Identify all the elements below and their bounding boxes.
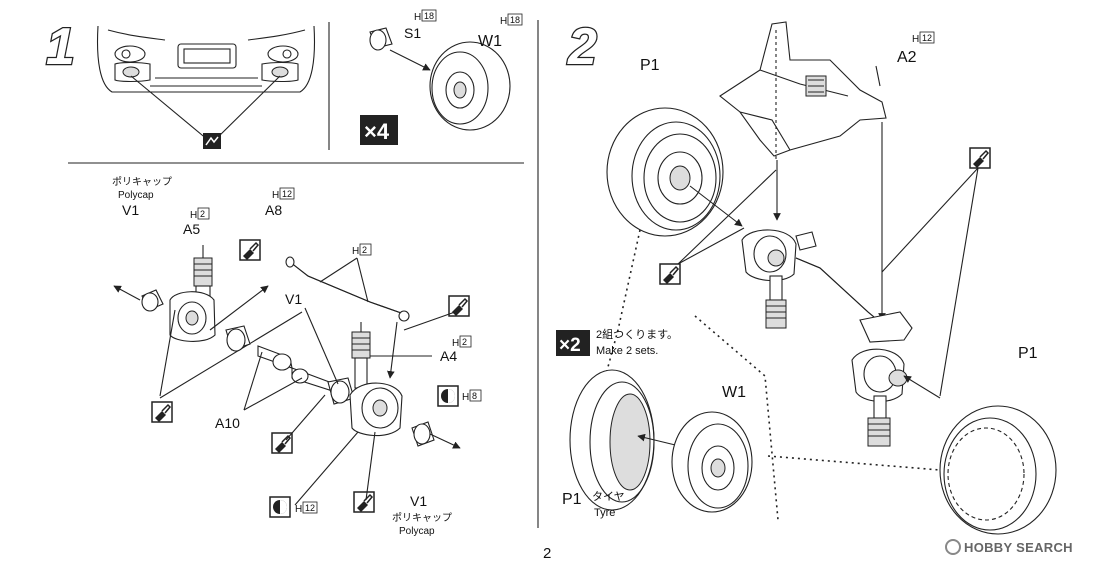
h2-runner-tag-center: H 2 — [352, 243, 372, 257]
svg-text:12: 12 — [282, 189, 292, 199]
glue-icon — [969, 147, 991, 169]
p1-label-right: P1 — [1018, 345, 1038, 362]
tyre-en-label: Tyre — [594, 507, 615, 519]
svg-text:H: H — [352, 246, 359, 257]
tie-rod-a8 — [285, 256, 410, 322]
page-number: 2 — [543, 545, 552, 562]
glue-icon — [659, 263, 681, 285]
a2-runner-tag: H 12 — [912, 31, 935, 45]
step-2-number: 2 — [567, 18, 597, 76]
a4-label: A4 — [440, 348, 457, 364]
svg-text:H: H — [462, 392, 469, 403]
svg-text:18: 18 — [424, 11, 434, 21]
svg-text:×4: ×4 — [364, 119, 390, 144]
tyre-p1-left — [606, 107, 743, 237]
paint-icon-h12 — [269, 496, 291, 518]
right-upright-assembly — [294, 311, 461, 506]
v1-label-center: V1 — [285, 291, 302, 307]
s1-label: S1 — [404, 25, 421, 41]
a4-runner-tag: H 2 — [452, 335, 472, 349]
chassis-a2 — [719, 21, 887, 160]
v1-label-bottom: V1 — [410, 493, 427, 509]
tyre-wheel-assembly — [569, 369, 753, 513]
svg-text:H: H — [912, 34, 919, 45]
tyre-jp-label: タイヤ — [592, 490, 625, 503]
svg-text:H: H — [295, 504, 302, 515]
a5-label: A5 — [183, 221, 200, 237]
v1-label-left: V1 — [122, 202, 139, 218]
svg-text:2: 2 — [200, 209, 205, 219]
quantity-x2-badge: ×2 — [556, 330, 590, 356]
svg-text:8: 8 — [472, 391, 477, 401]
svg-text:12: 12 — [305, 503, 315, 513]
glue-icon — [239, 239, 261, 261]
h12-runner-tag-bottom: H 12 — [295, 501, 318, 515]
center-shafts-a10 — [225, 307, 355, 441]
polycap-en-label-left: Polycap — [118, 190, 154, 201]
polycap-jp-label-bottom: ポリキャップ — [392, 512, 452, 524]
svg-text:12: 12 — [922, 33, 932, 43]
svg-text:H: H — [190, 210, 197, 221]
make-sets-en-label: Make 2 sets. — [596, 345, 658, 357]
svg-text:18: 18 — [510, 15, 520, 25]
svg-text:H: H — [452, 338, 459, 349]
a8-label: A8 — [265, 202, 282, 218]
paint-icon-h8 — [437, 385, 459, 407]
w1-label-step2: W1 — [722, 384, 746, 401]
upright-assembly-upper — [741, 229, 881, 329]
watermark-text: HOBBY SEARCH — [964, 540, 1073, 555]
tyre-p1-right — [903, 375, 1057, 535]
step-1-number: 1 — [46, 18, 75, 76]
w1-runner-tag: H 18 — [500, 13, 523, 27]
upright-assembly-lower — [851, 311, 913, 447]
polycap-jp-label-left: ポリキャップ — [112, 176, 172, 188]
a2-label: A2 — [897, 49, 917, 66]
svg-text:2: 2 — [362, 245, 367, 255]
glue-icon — [151, 401, 173, 423]
quantity-x4-badge: ×4 — [360, 115, 398, 145]
left-upright-assembly — [113, 245, 303, 399]
a10-label: A10 — [215, 415, 240, 431]
svg-text:2: 2 — [462, 337, 467, 347]
make-sets-jp-label: 2組つくります。 — [596, 328, 678, 341]
svg-text:H: H — [500, 16, 507, 27]
p1-label-top: P1 — [640, 57, 660, 74]
svg-text:×2: ×2 — [559, 335, 581, 356]
svg-text:H: H — [414, 12, 421, 23]
polycap-en-label-bottom: Polycap — [399, 526, 435, 537]
watermark: HOBBY SEARCH — [945, 539, 1073, 555]
glue-icon — [353, 491, 375, 513]
w1-label: W1 — [478, 33, 502, 50]
wheel-w1-assembly — [369, 27, 511, 131]
s1-runner-tag: H 18 — [414, 9, 437, 23]
a8-runner-tag: H 12 — [272, 187, 295, 201]
h8-runner-tag: H 8 — [462, 389, 482, 403]
a5-runner-tag: H 2 — [190, 207, 210, 221]
p1-tyre-label: P1 — [562, 491, 582, 508]
front-bumper-illustration — [97, 25, 315, 141]
svg-text:H: H — [272, 190, 279, 201]
paint-flat-black-icon — [203, 133, 221, 149]
hobby-search-logo-icon — [945, 539, 961, 555]
